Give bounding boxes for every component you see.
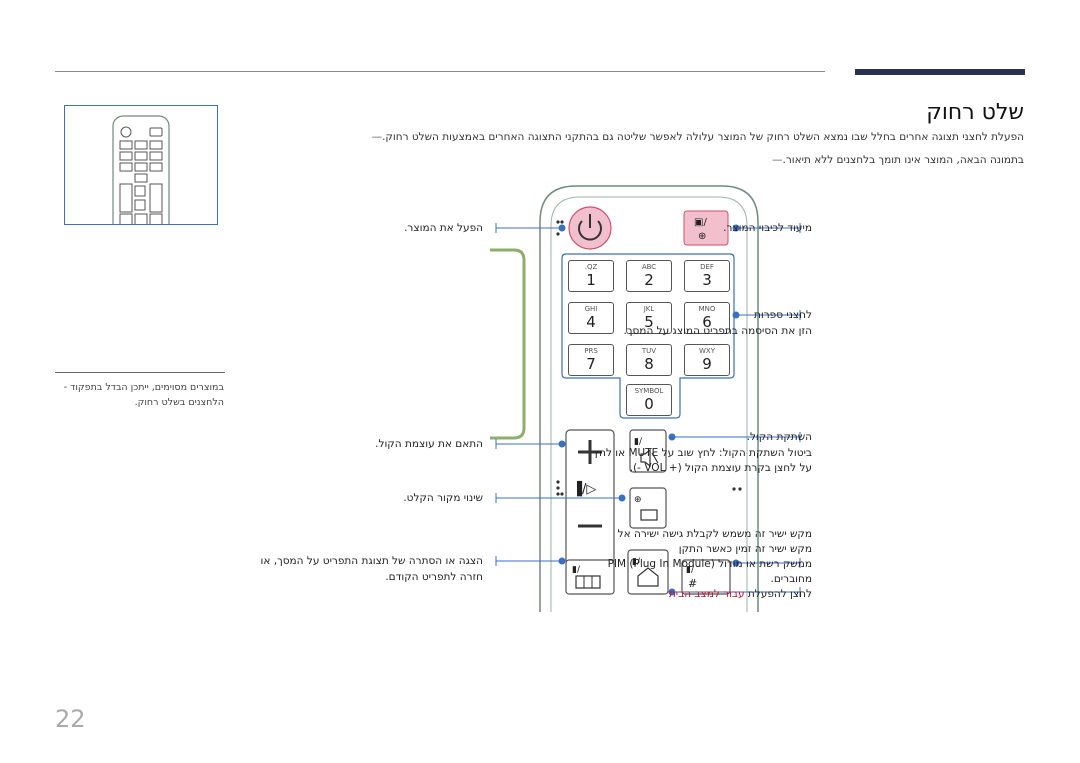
svg-text:▮/: ▮/	[572, 565, 581, 575]
header-accent-bar	[855, 69, 1025, 75]
pim-button	[681, 559, 731, 595]
source-button	[683, 210, 729, 246]
number-key-digit: 7	[586, 355, 596, 373]
label-source: מיעוד לכיבוי המוצר.	[723, 222, 812, 234]
label-power: הפעל את המוצר.	[404, 222, 483, 234]
label-mute-desc-2: על לחצן בקרת עוצמת הקול (+ VOL -).	[629, 462, 812, 474]
side-note-dash: -	[63, 382, 68, 393]
number-key-digit: 1	[586, 271, 596, 289]
svg-text:▮/: ▮/	[686, 565, 695, 575]
page-title: שלט רחוק	[926, 100, 1024, 125]
input-icon	[640, 509, 658, 521]
number-key-digit: 9	[702, 355, 712, 373]
remote-thumbnail-art	[112, 115, 170, 224]
label-pim-desc-3: ממשק רשת או מודול PIM (Plug In Module)	[607, 558, 812, 570]
symbol-label: SYMBOL	[634, 387, 664, 395]
svg-text:▐/▷: ▐/▷	[572, 480, 596, 497]
number-key-letters: ABC	[641, 263, 657, 271]
label-channel: שינוי מקור הקלט.	[403, 492, 483, 504]
label-pim-desc-4: מחוברים.	[770, 573, 812, 585]
number-key-digit: 5	[644, 313, 654, 331]
svg-text:▮/: ▮/	[634, 437, 643, 447]
number-key-letters: WXY	[699, 347, 715, 355]
label-volume: התאם את עוצמת הקול.	[375, 438, 483, 450]
side-note-text-1: במוצרים מסוימים, ייתכן הבדל בתפקוד	[70, 382, 224, 393]
menu-icon	[575, 575, 601, 589]
side-note-rule	[55, 372, 225, 373]
zero-digit: 0	[644, 395, 654, 413]
menu-button	[565, 559, 615, 595]
note-2-text: בתמונה הבאה, המוצר אינו תומך בלחצנים ללא…	[782, 154, 1024, 166]
svg-text:#: #	[688, 577, 697, 590]
input-button	[629, 487, 667, 529]
side-note-line-2: הלחצנים בשלט רחוק.	[134, 397, 224, 408]
number-key-digit: 3	[702, 271, 712, 289]
number-key-letters: MNO	[698, 305, 716, 313]
svg-text:▮/: ▮/	[632, 557, 641, 567]
remote-body-inner	[550, 196, 748, 612]
label-menu-desc-1: הצגה או הסתרה של תצוגת התפריט על המסך, א…	[260, 555, 483, 567]
note-1-dash: —	[371, 131, 383, 143]
label-number-title: לחצני ספרות	[753, 309, 812, 321]
remote-thumbnail	[64, 105, 218, 225]
number-key-letters: GHI	[584, 305, 598, 313]
remote-body-outline	[539, 185, 759, 612]
number-key-digit: 2	[644, 271, 654, 289]
note-1: הפעלת לחצני תצוגה אחרים בחלל שבו נמצא הש…	[368, 131, 1024, 143]
source-icon-glyph: ▣/	[694, 217, 707, 228]
side-note-line-1: במוצרים מסוימים, ייתכן הבדל בתפקוד -	[64, 382, 224, 393]
label-pim-desc-2: מקש ישיר זה זמין כאשר התקן	[678, 543, 812, 555]
mute-icon	[640, 448, 651, 468]
note-2-dash: —	[771, 154, 783, 166]
number-key-letters: .QZ	[584, 263, 598, 271]
label-mute-desc-1: ביטול השתקת הקול: לחץ שוב על MUTE או לחץ	[593, 447, 812, 459]
label-pim-desc-5: לחצן להפעלת עבור למצב הבית	[669, 588, 812, 600]
number-pad-frame	[561, 253, 735, 419]
svg-text:⊕: ⊕	[698, 231, 706, 242]
label-pim-desc-5-highlight: עבור למצב הבית	[668, 588, 745, 600]
number-key-letters: PRS	[584, 347, 598, 355]
number-key-letters: TUV	[641, 347, 657, 355]
note-2: בתמונה הבאה, המוצר אינו תומך בלחצנים ללא…	[768, 154, 1024, 166]
number-key-letters: DEF	[700, 263, 714, 271]
label-number-desc: הזן את הסיסמה בתפריט המוצג על המסך.	[623, 325, 812, 337]
label-pim-desc-5-pre: לחצן להפעלת	[747, 588, 812, 600]
page-number: 22	[55, 705, 86, 733]
number-key-letters: JKL	[643, 305, 655, 313]
number-key-digit: 4	[586, 313, 596, 331]
label-pim-desc-1: מקש ישיר זה משמש לקבלת גישה ישירה אל	[617, 528, 812, 540]
label-mute-title: השתקת הקול.	[746, 431, 812, 443]
power-icon	[578, 220, 602, 241]
note-1-text: הפעלת לחצני תצוגה אחרים בחלל שבו נמצא הש…	[382, 131, 1024, 143]
header-rule	[55, 71, 825, 72]
label-menu-desc-2: חזרה לתפריט הקודם.	[385, 571, 483, 583]
volume-bracket	[490, 248, 526, 440]
number-key-digit: 6	[702, 313, 712, 331]
svg-text:⊕: ⊕	[634, 495, 642, 505]
home-icon	[637, 567, 659, 587]
number-key-digit: 8	[644, 355, 654, 373]
